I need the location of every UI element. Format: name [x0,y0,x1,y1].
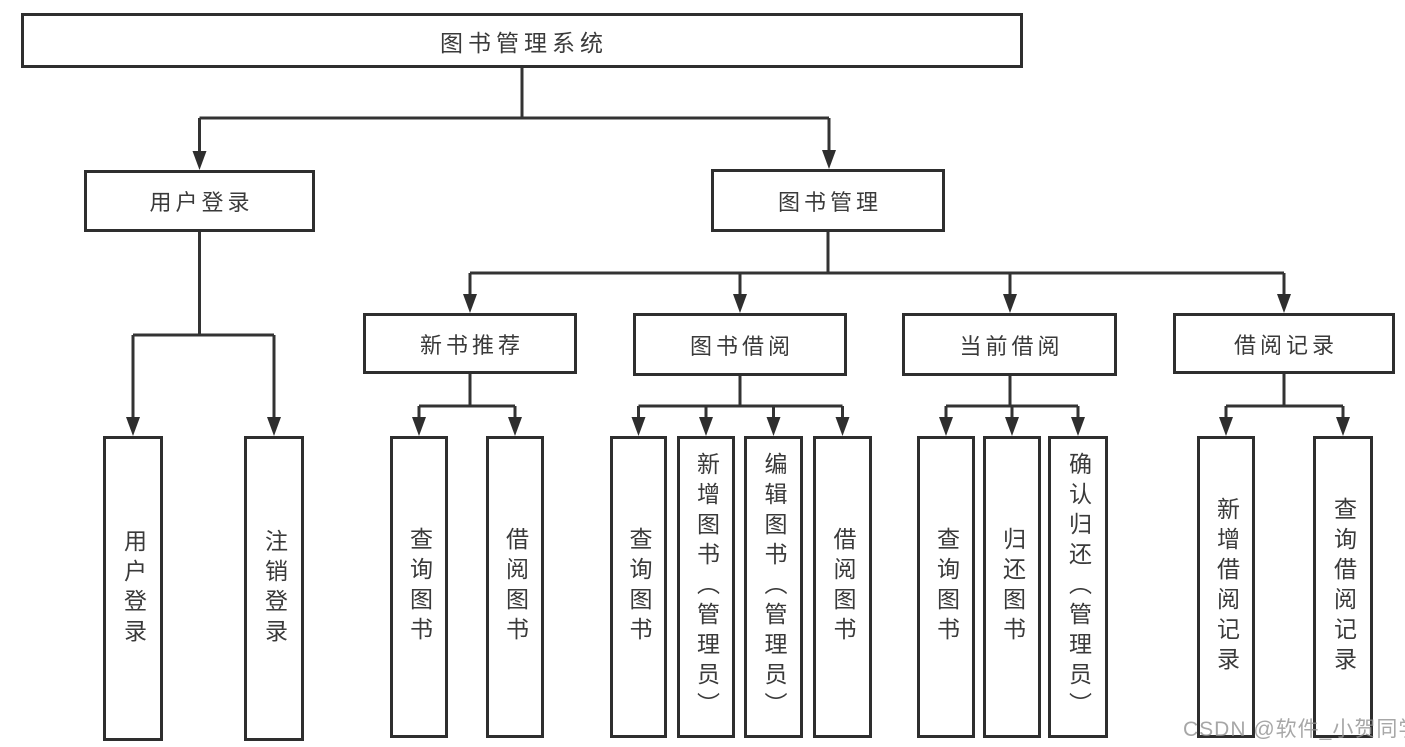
node-book-management-branch: 图书管理 [711,169,945,232]
node-label: 借阅记录 [1233,332,1338,358]
leaf-logout: 注销登录 [244,436,304,741]
leaf-edit-books-admin: 编辑图书（管理员） [744,436,803,738]
node-label: 借阅图书 [502,527,529,647]
node-label: 编辑图书（管理员） [761,452,787,722]
node-label: 新增图书（管理员） [693,452,720,722]
leaf-borrow-books: 借阅图书 [486,436,544,738]
node-label: 借阅图书 [830,527,856,647]
node-label: 查询借阅记录 [1330,497,1357,677]
node-new-book-recommend: 新书推荐 [363,313,577,374]
node-label: 用户登录 [149,190,254,215]
leaf-query-books: 查询图书 [390,436,448,738]
node-label: 图书管理系统 [440,29,608,56]
leaf-confirm-return-admin: 确认归还（管理员） [1048,436,1108,738]
node-user-login-branch: 用户登录 [84,170,315,232]
node-label: 查询图书 [933,527,960,647]
node-label: 图书借阅 [689,333,794,359]
leaf-borrow-books: 借阅图书 [813,436,872,738]
leaf-add-borrow-record: 新增借阅记录 [1197,436,1255,738]
node-root-system: 图书管理系统 [21,13,1023,68]
leaf-add-books-admin: 新增图书（管理员） [677,436,735,738]
leaf-query-books: 查询图书 [917,436,975,738]
node-borrow-records: 借阅记录 [1173,313,1395,374]
leaf-return-books: 归还图书 [983,436,1041,738]
node-label: 归还图书 [999,527,1026,647]
node-label: 新书推荐 [419,332,524,358]
node-book-borrow: 图书借阅 [633,313,847,376]
leaf-query-borrow-record: 查询借阅记录 [1313,436,1373,738]
node-label: 图书管理 [777,189,882,215]
leaf-user-login: 用户登录 [103,436,163,741]
csdn-watermark: CSDN @软件_小贺同学 [1183,718,1405,741]
node-label: 注销登录 [261,528,288,649]
node-label: 确认归还（管理员） [1065,452,1092,722]
arrowheads [126,150,1350,436]
node-current-borrow: 当前借阅 [902,313,1117,376]
node-label: 当前借阅 [959,333,1064,359]
node-label: 新增借阅记录 [1213,497,1240,677]
node-label: 查询图书 [406,527,433,647]
leaf-query-books: 查询图书 [610,436,667,738]
node-label: 查询图书 [626,527,652,647]
node-label: 用户登录 [120,528,147,649]
